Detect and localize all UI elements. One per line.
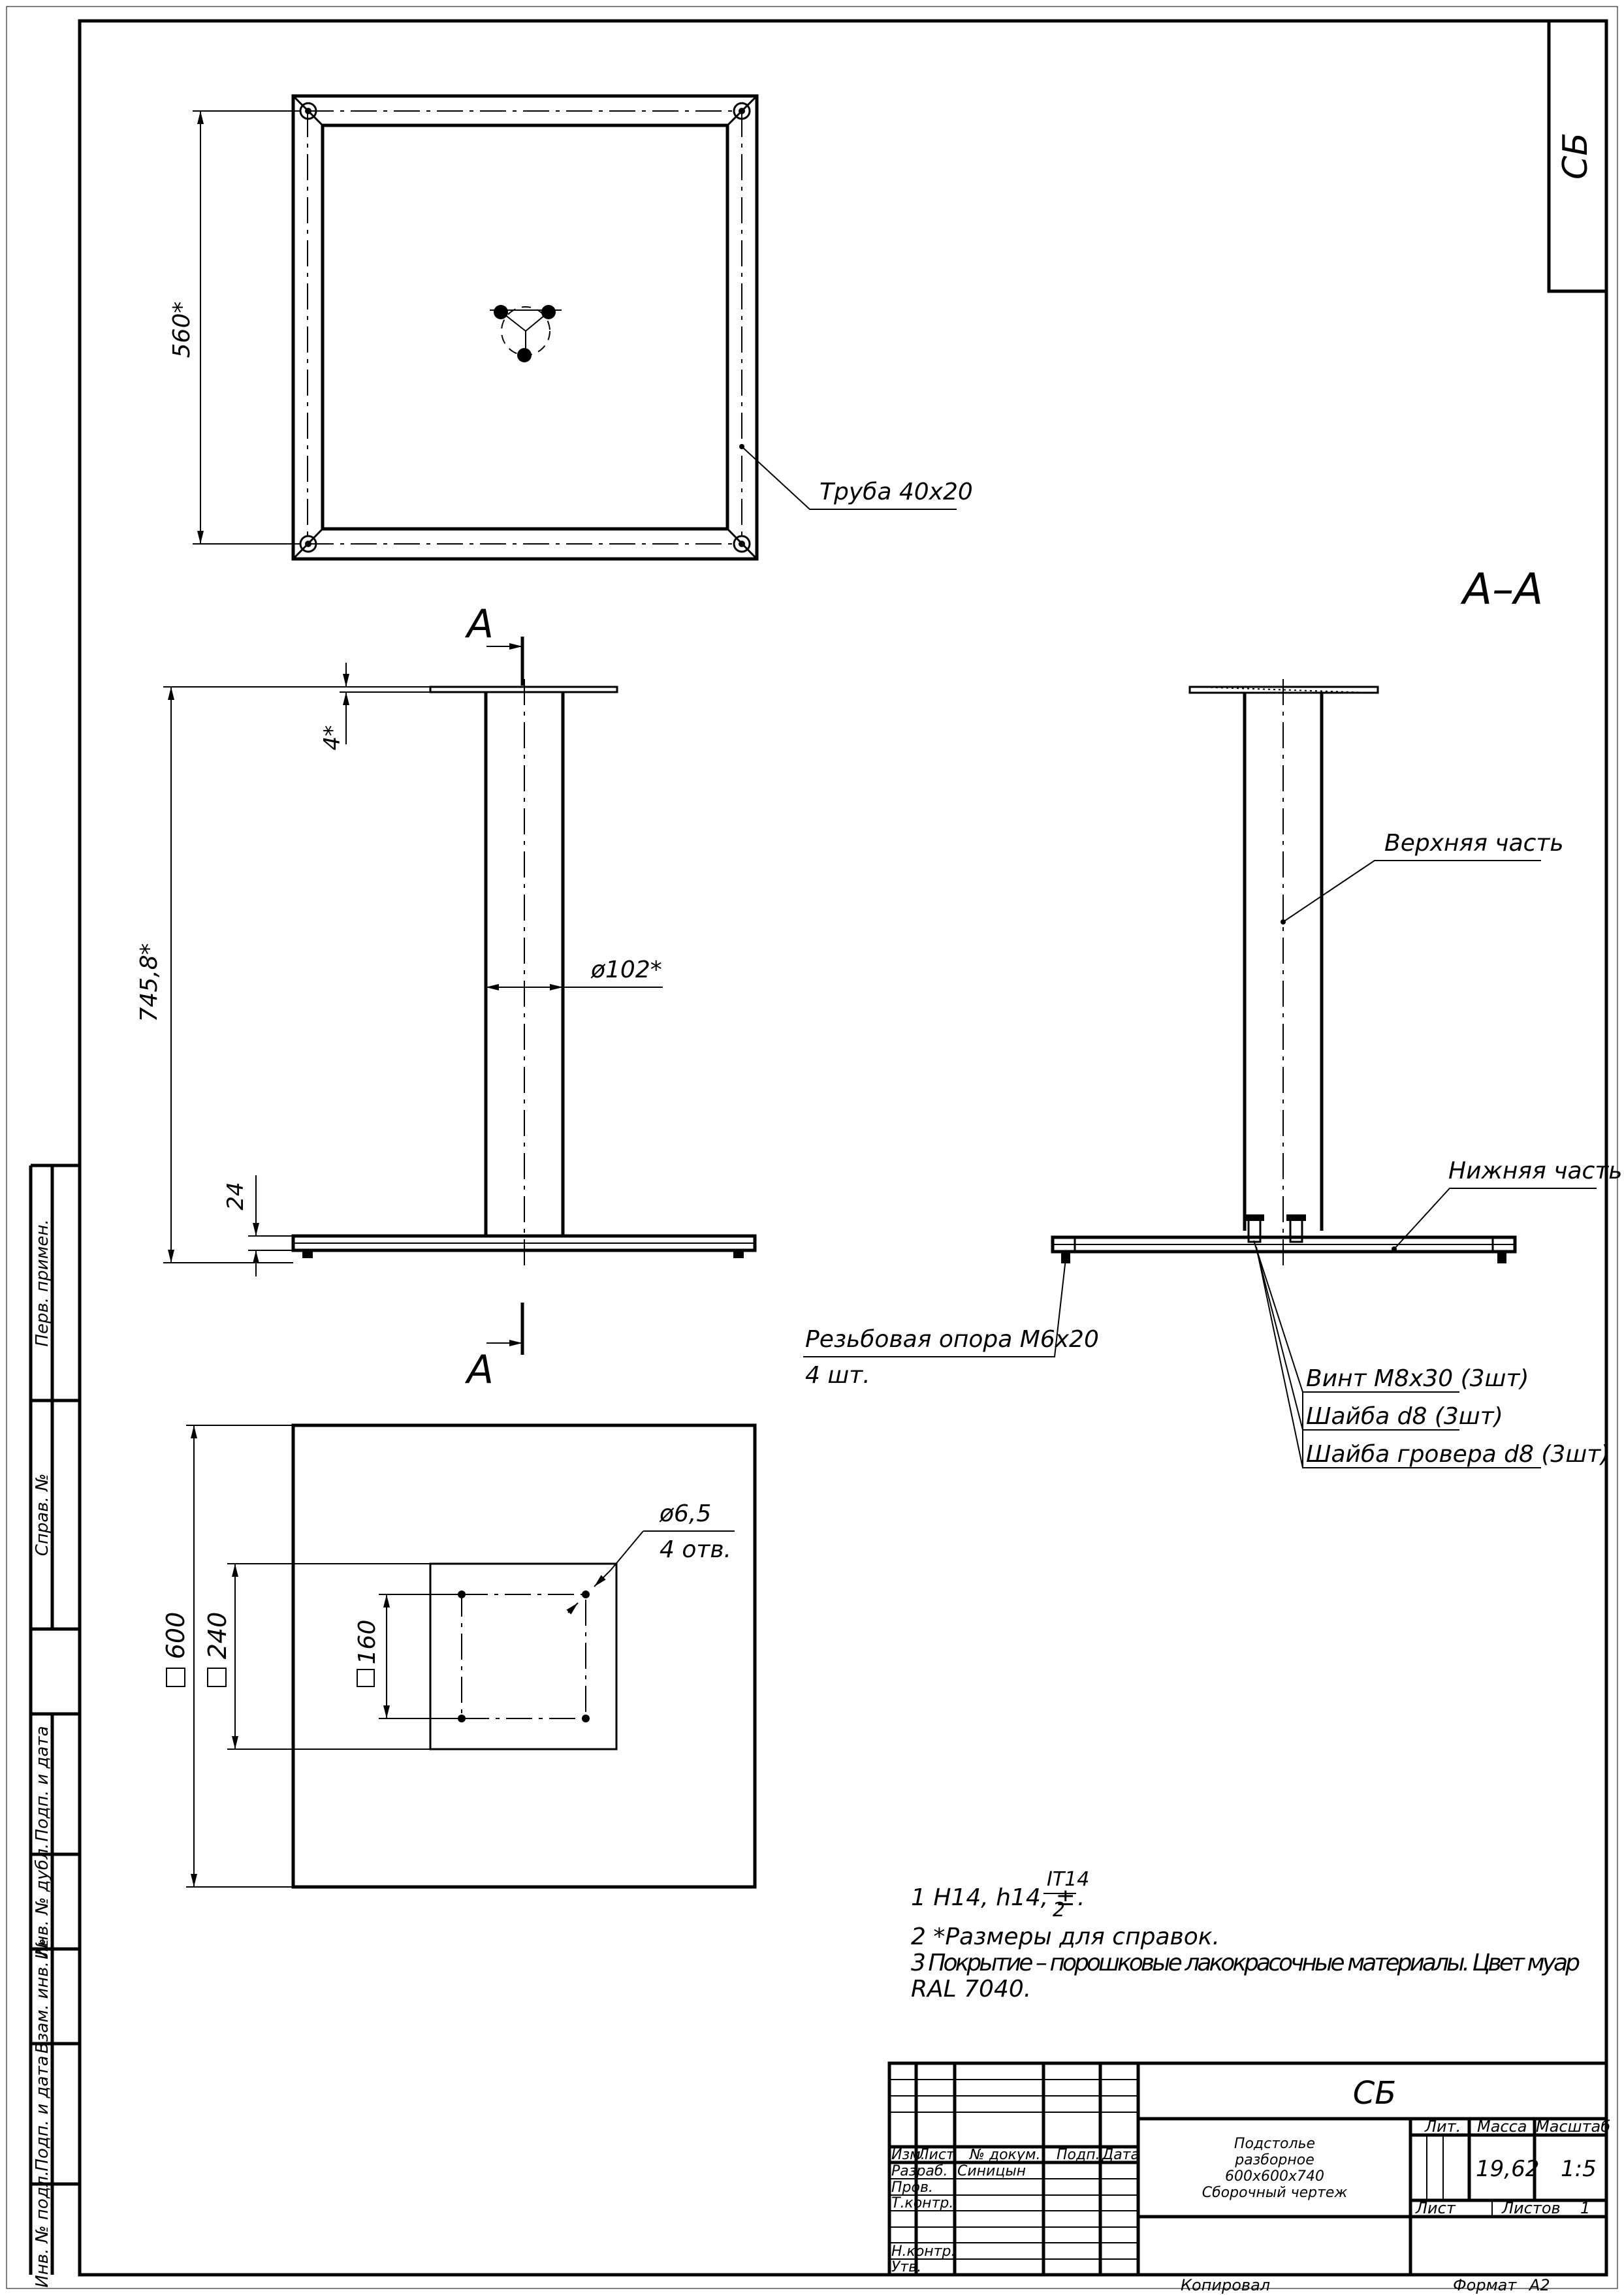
side-podp-data-1: Подп. и дата [33, 1726, 52, 1841]
dim-4: 4* [319, 725, 345, 751]
top-stamp-code: СБ [1556, 133, 1595, 180]
note-1-num: IT14 [1047, 1868, 1089, 1891]
tb-h-podp: Подп. [1057, 2147, 1100, 2163]
tb-name-3: 600х600х740 [1225, 2168, 1324, 2185]
tb-format-val: А2 [1528, 2276, 1550, 2294]
dim-24: 24 [223, 1182, 249, 1210]
dim-160: 160 [354, 1620, 381, 1665]
tb-prov: Пров. [891, 2179, 933, 2196]
side-strip: Перв. примен. Справ. № Подп. и дата Инв.… [29, 1163, 80, 2288]
label-support-1: Резьбовая опора М6х20 [805, 1326, 1099, 1353]
section-aa: А–А Верхняя часть Нижняя часть Резьбовая… [803, 564, 1623, 1468]
side-perv-primen: Перв. примен. [33, 1219, 52, 1346]
dim-560: 560* [168, 302, 195, 358]
inner-frame [78, 19, 1608, 2277]
label-support-2: 4 шт. [805, 1362, 870, 1389]
tb-name-2: разборное [1234, 2152, 1314, 2168]
tb-code: СБ [1353, 2075, 1396, 2112]
note-1-dot: . [1077, 1884, 1085, 1911]
top-view-frame: 560* Труба 40х20 [168, 94, 973, 561]
front-view: А А 4* 745,8* ø102* 24 [136, 601, 757, 1393]
tb-format: Формат [1453, 2276, 1517, 2294]
dim-102: ø102* [590, 957, 662, 983]
tb-h-massa: Масса [1477, 2117, 1527, 2136]
label-spring-washer: Шайба гровера d8 (3шт) [1306, 1441, 1610, 1468]
tb-name-1: Подстолье [1234, 2136, 1315, 2152]
top-stamp: СБ [1547, 21, 1606, 293]
section-title: А–А [1460, 564, 1543, 614]
note-3a: 3 Покрытие – порошковые лакокрасочные ма… [911, 1950, 1580, 1976]
note-1: 1 H14, h14, ± [911, 1884, 1075, 1911]
tb-razrab: Разраб. [891, 2163, 947, 2179]
tb-h-ndokum: № докум. [969, 2147, 1040, 2163]
base-view: ø6,5 4 отв. 600 240 160 [161, 1423, 757, 1889]
outer-frame [6, 6, 1618, 2289]
tube-label: Труба 40х20 [820, 479, 973, 505]
side-vzam-inv: Взам. инв. № [33, 1939, 52, 2054]
tb-masshtab: 1:5 [1561, 2156, 1597, 2182]
label-screw: Винт М8х30 (3шт) [1306, 1365, 1529, 1392]
dim-240: 240 [203, 1612, 232, 1660]
side-inv-podl: Инв. № подл. [33, 2170, 52, 2287]
cut-letter-bottom: А [464, 1347, 494, 1393]
tb-nkontr: Н.контр. [891, 2243, 955, 2260]
dim-600: 600 [161, 1612, 190, 1660]
tb-h-list: Лист [917, 2147, 955, 2163]
tb-h-masshtab: Масштаб [1536, 2117, 1610, 2136]
tb-massa: 19,62 [1476, 2156, 1539, 2182]
tb-utv: Утв. [891, 2259, 921, 2275]
tb-h-data: Дата [1102, 2147, 1139, 2163]
label-lower-part: Нижняя часть [1448, 1158, 1623, 1184]
side-sprav: Справ. № [33, 1474, 52, 1556]
dim-745-8: 745,8* [136, 943, 163, 1022]
tb-list: Лист [1415, 2199, 1456, 2217]
note-2: 2 *Размеры для справок. [911, 1923, 1220, 1950]
note-1-den: 2 [1053, 1899, 1065, 1922]
cut-letter-top: А [464, 601, 494, 647]
tb-h-lit: Лит. [1424, 2117, 1461, 2136]
tb-name-4: Сборочный чертеж [1202, 2185, 1348, 2201]
tb-razrab-name: Синицын [957, 2163, 1026, 2179]
hole-count: 4 отв. [660, 1536, 731, 1563]
tb-listov-val: 1 [1580, 2199, 1590, 2217]
tb-tkontr: Т.контр. [891, 2195, 953, 2211]
label-upper-part: Верхняя часть [1384, 830, 1564, 857]
title-block: СБ Изм. Лист № докум. Подп. Дата Разраб.… [887, 2061, 1610, 2294]
note-3b: RAL 7040. [911, 1976, 1031, 2002]
side-podp-data-2: Подп. и дата [33, 2055, 52, 2171]
tb-listov: Листов [1501, 2199, 1561, 2217]
technical-notes: 1 H14, h14, ± IT14 2 . 2 *Размеры для сп… [911, 1868, 1580, 2002]
side-inv-dubl: Инв. № дубл. [33, 1843, 52, 1959]
tb-h-izm: Изм. [891, 2147, 925, 2163]
label-washer: Шайба d8 (3шт) [1306, 1403, 1503, 1430]
tb-kopiroval: Копировал [1181, 2276, 1270, 2294]
hole-diameter: ø6,5 [659, 1500, 711, 1527]
